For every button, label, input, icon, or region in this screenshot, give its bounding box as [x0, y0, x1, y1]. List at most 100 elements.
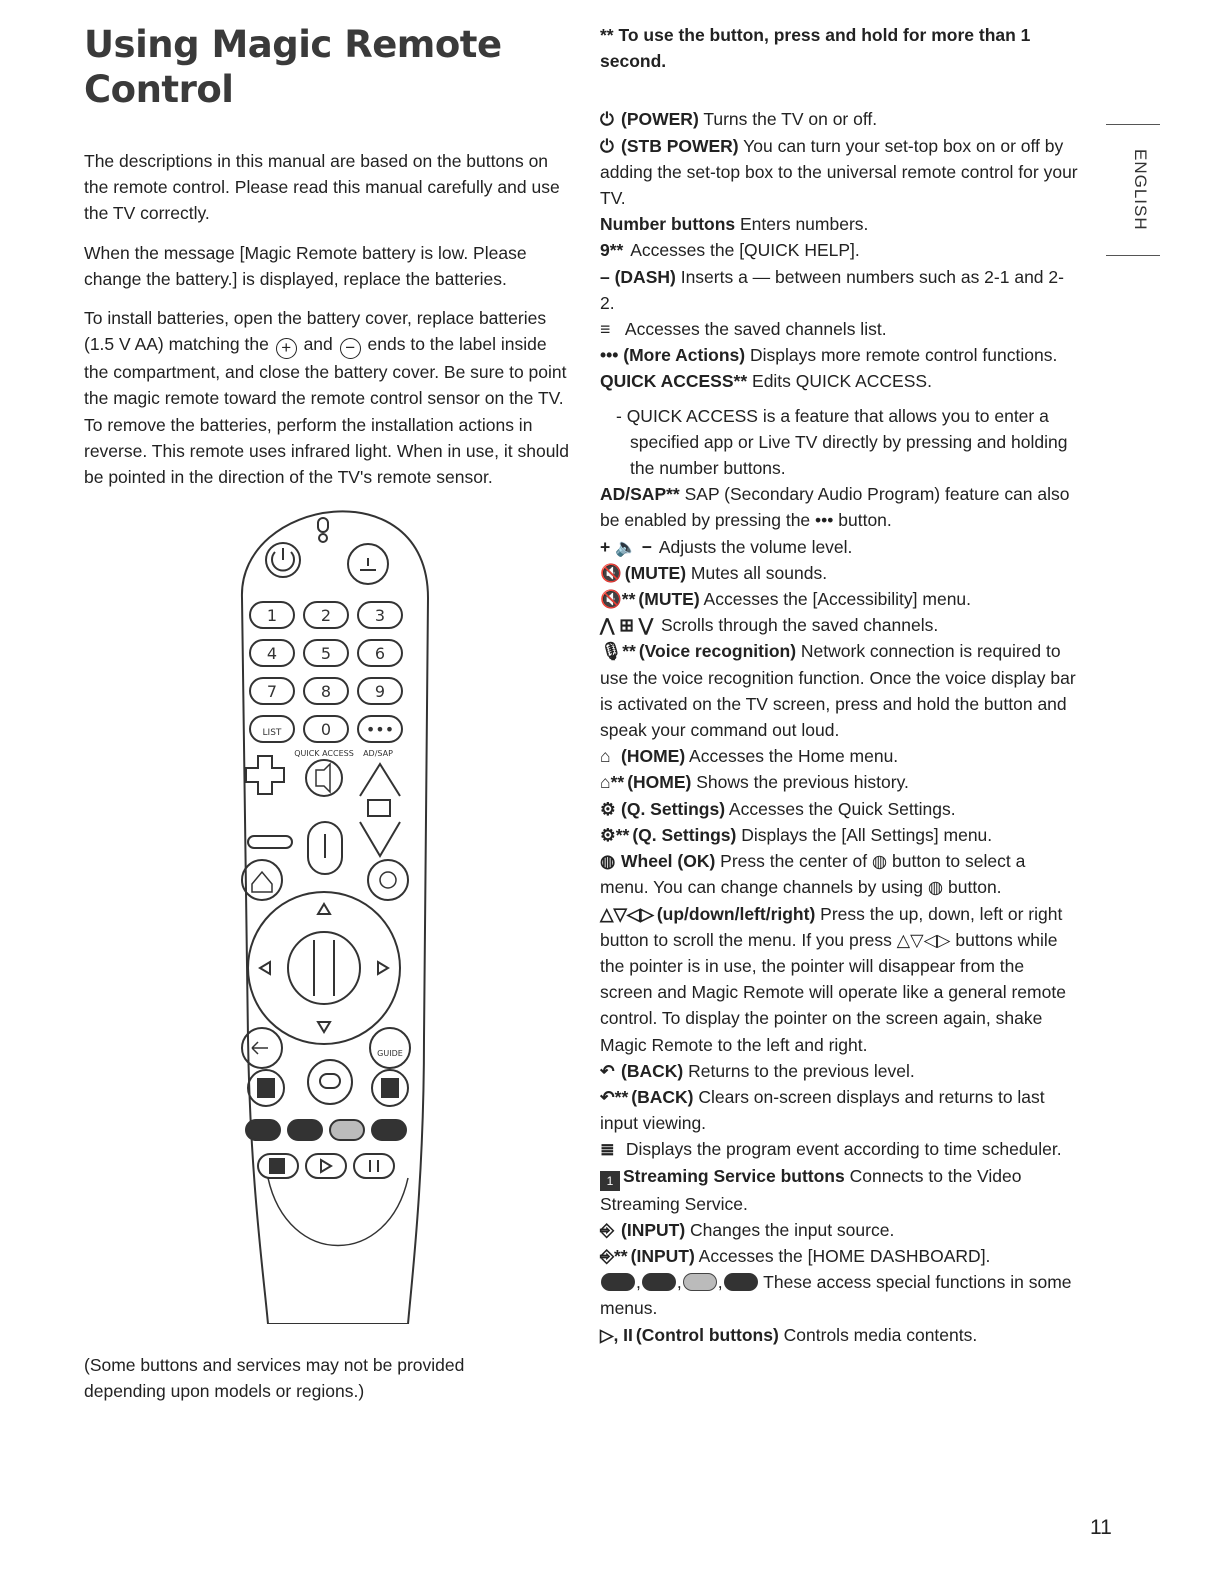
- description-item: 🔇**(MUTE) Accesses the [Accessibility] m…: [600, 586, 1078, 612]
- caption: (Some buttons and services may not be pr…: [84, 1355, 465, 1401]
- remote-illustration: 1 2 3 4 5 6 7 8 9 0 LIST ••• QUICK ACCES…: [228, 478, 448, 1325]
- control-buttons-item: ▷, II(Control buttons) Controls media co…: [600, 1322, 1078, 1348]
- dpad-down-icon: [316, 1021, 332, 1034]
- remote-svg: 1 2 3 4 5 6 7 8 9 0 LIST ••• QUICK ACCES…: [240, 510, 430, 1325]
- button-description: Accesses the [HOME DASHBOARD].: [694, 1245, 991, 1266]
- button-name: QUICK ACCESS**: [600, 371, 748, 392]
- volume-minus-icon: [247, 835, 293, 849]
- green-button: [287, 1119, 323, 1141]
- back-icon: [251, 1041, 268, 1055]
- number-1: 1: [267, 606, 277, 625]
- voice-button: [307, 821, 343, 875]
- hold-note: ** To use the button, press and hold for…: [600, 25, 1031, 72]
- description-item: ⎆(INPUT) Changes the input source.: [600, 1217, 1078, 1243]
- intro-p3-part-c: ends to the label inside the compartment…: [84, 334, 570, 488]
- button-name: (STB POWER): [621, 135, 739, 156]
- button-glyph-icon: 🎙**: [600, 641, 636, 662]
- description-item: ≣ Displays the program event according t…: [600, 1136, 1078, 1162]
- button-glyph-icon: ⋀ ⊞ ⋁: [600, 615, 654, 636]
- button-description: Accesses the [Accessibility] menu.: [699, 589, 972, 610]
- yellow-button: [329, 1119, 365, 1141]
- button-glyph-icon: + 🔈 −: [600, 536, 652, 557]
- minus-icon: −: [339, 338, 361, 360]
- dash-list-label: LIST: [263, 728, 282, 738]
- description-item: ⋀ ⊞ ⋁ Scrolls through the saved channels…: [600, 612, 1078, 638]
- button-description: Displays the program event according to …: [621, 1139, 1062, 1160]
- number-0: 0: [321, 720, 331, 739]
- play-button: [305, 1153, 347, 1179]
- streaming-icon-right: [381, 1078, 399, 1098]
- button-description: Edits QUICK ACCESS.: [747, 371, 932, 392]
- guide-label: GUIDE: [377, 1049, 403, 1058]
- description-item: – (DASH) Inserts a — between numbers suc…: [600, 264, 1078, 316]
- guide-button: [369, 1027, 411, 1069]
- control-icons: ▷, II: [600, 1324, 633, 1345]
- pause-button: [353, 1153, 395, 1179]
- button-glyph-icon: ≣: [600, 1139, 615, 1160]
- blue-button: [371, 1119, 407, 1141]
- channel-down-icon: [359, 821, 401, 858]
- button-glyph-icon: ⚙**: [600, 824, 630, 845]
- settings-button: [367, 859, 409, 901]
- button-description: SAP (Secondary Audio Program) feature ca…: [600, 484, 1070, 531]
- button-glyph-icon: ↶**: [600, 1086, 629, 1107]
- button-glyph-icon: ⚙: [600, 798, 616, 819]
- button-glyph-icon: 🔇: [600, 562, 622, 583]
- button-glyph-icon: ⎆: [600, 1219, 614, 1240]
- mute-button: [305, 759, 343, 797]
- button-description: Press the up, down, left or right button…: [600, 903, 1066, 1055]
- button-glyph-icon: △▽◁▷: [600, 903, 654, 924]
- volume-plus-icon: [245, 755, 285, 795]
- button-description: Accesses the [QUICK HELP].: [626, 240, 860, 261]
- button-name: (up/down/left/right): [656, 903, 816, 924]
- control-title: (Control buttons): [635, 1324, 779, 1345]
- power-icon: [271, 548, 295, 572]
- side-tab-line-top: [1106, 124, 1160, 125]
- quick-access-label: QUICK ACCESS: [294, 749, 354, 758]
- button-name: AD/SAP**: [600, 484, 680, 505]
- description-item: ⏻ (STB POWER) You can turn your set-top b…: [600, 133, 1078, 212]
- description-item: ⌂**(HOME) Shows the previous history.: [600, 769, 1078, 795]
- quick-access-note: - QUICK ACCESS is a feature that allows …: [616, 405, 1068, 479]
- dpad-right-icon: [377, 960, 390, 976]
- button-glyph-icon: ↶: [600, 1060, 615, 1081]
- streaming-icon-left: [257, 1078, 275, 1098]
- description-item: ≡ Accesses the saved channels list.: [600, 316, 1078, 342]
- channel-list-icon: [367, 799, 391, 817]
- home-button: [241, 859, 283, 901]
- button-description: Adjusts the volume level.: [654, 536, 853, 557]
- button-name: (INPUT): [621, 1219, 686, 1240]
- button-description: Accesses the saved channels list.: [621, 319, 887, 340]
- button-description: Mutes all sounds.: [686, 562, 828, 583]
- button-name: Number buttons: [600, 214, 736, 235]
- blue-pill-icon: [723, 1273, 758, 1292]
- number-5: 5: [321, 644, 331, 663]
- button-description: Clears on-screen displays and returns to…: [600, 1086, 1045, 1134]
- channel-up-icon: [359, 762, 401, 797]
- mic-dot: [318, 533, 328, 543]
- description-item: ⏻(POWER) Turns the TV on or off.: [600, 106, 1078, 132]
- wheel-ok-button: [287, 931, 361, 1005]
- button-description: Accesses the Home menu.: [685, 746, 899, 767]
- button-name: ••• (More Actions): [600, 345, 746, 366]
- red-button: [245, 1119, 281, 1141]
- button-description: Enters numbers.: [735, 214, 869, 235]
- button-glyph-icon: ⏻: [600, 109, 614, 130]
- more-actions-label: •••: [366, 720, 394, 739]
- button-glyph-icon: ⏻: [600, 135, 614, 156]
- button-description: You can turn your set-top box on or off …: [600, 135, 1078, 209]
- button-description: Turns the TV on or off.: [698, 109, 878, 130]
- power-button: [265, 542, 301, 578]
- streaming-title: Streaming Service buttons: [623, 1165, 845, 1186]
- number-7: 7: [267, 682, 277, 701]
- button-glyph-icon: ◍: [600, 851, 616, 872]
- description-item: ••• (More Actions) Displays more remote …: [600, 342, 1078, 368]
- mute-icon: [315, 762, 331, 794]
- language-tab: ENGLISH: [1131, 149, 1150, 231]
- button-glyph-icon: 🔇**: [600, 589, 636, 610]
- control-desc: Controls media contents.: [778, 1324, 978, 1345]
- button-description: Scrolls through the saved channels.: [656, 615, 939, 636]
- green-pill-icon: [641, 1273, 676, 1292]
- button-description: Network connection is required to use th…: [600, 641, 1076, 741]
- button-description: Press the center of ◍ button to select a…: [600, 851, 1026, 898]
